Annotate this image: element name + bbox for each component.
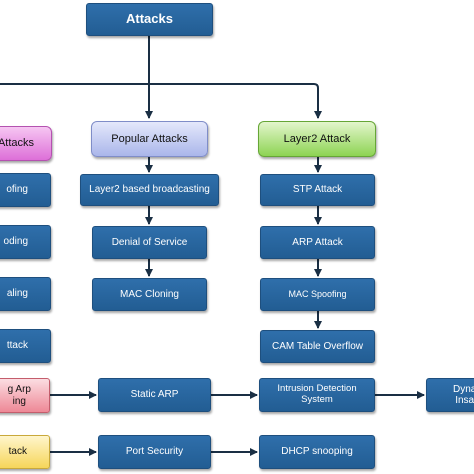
left-item-node-3: aling [0, 277, 51, 311]
attacks-root-node: Attacks [86, 3, 213, 36]
arp-attack-node: ARP Attack [260, 226, 375, 259]
mac-cloning-node: MAC Cloning [92, 278, 207, 311]
left-item-node-1: ofing [0, 173, 51, 207]
cam-table-overflow-node: CAM Table Overflow [260, 330, 375, 363]
popular-attacks-node: Popular Attacks [91, 121, 208, 157]
layer2-attack-node: Layer2 Attack [258, 121, 376, 157]
right-branch-connector [149, 83, 322, 119]
mac-spoofing-node: MAC Spoofing [260, 278, 375, 311]
port-security-node: Port Security [98, 435, 211, 469]
left-yellow-node: tack [0, 435, 50, 469]
left-item-node-2: oding [0, 225, 51, 259]
right-dyna-node: Dyna Insa [426, 378, 474, 412]
static-arp-node: Static ARP [98, 378, 211, 412]
denial-of-service-node: Denial of Service [92, 226, 207, 259]
left-red-node: g Arp ing [0, 378, 50, 413]
left-attacks-header-node: Attacks [0, 126, 52, 161]
stp-attack-node: STP Attack [260, 174, 375, 206]
left-item-node-4: ttack [0, 329, 51, 363]
intrusion-detection-node: Intrusion Detection System [259, 378, 375, 412]
layer2-broadcasting-node: Layer2 based broadcasting [80, 174, 219, 206]
dhcp-snooping-node: DHCP snooping [259, 435, 375, 469]
